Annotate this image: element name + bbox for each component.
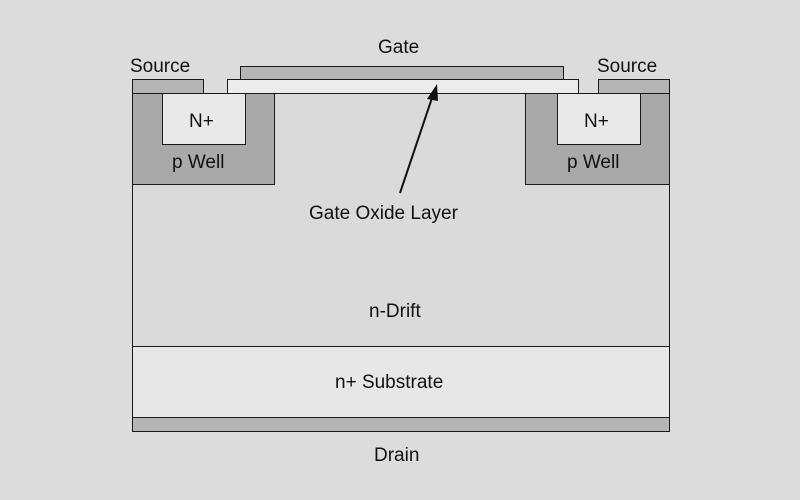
n-plus-substrate-label: n+ Substrate	[335, 372, 444, 393]
source-label-left: Source	[130, 56, 191, 77]
gate-oxide-layer	[227, 79, 579, 94]
drain-contact	[132, 417, 670, 432]
n-drift-label: n-Drift	[369, 301, 421, 322]
n-plus-label-right: N+	[584, 111, 609, 132]
gate-oxide-label: Gate Oxide Layer	[309, 203, 458, 224]
n-plus-substrate-region	[132, 346, 670, 418]
drain-label: Drain	[374, 445, 420, 466]
source-label-right: Source	[597, 56, 658, 77]
gate-contact	[240, 66, 564, 80]
p-well-label-right: p Well	[567, 152, 620, 173]
source-contact-left	[132, 79, 204, 94]
gate-label: Gate	[378, 37, 420, 58]
p-well-label-left: p Well	[172, 152, 225, 173]
n-plus-left	[162, 93, 246, 145]
n-plus-label-left: N+	[189, 111, 214, 132]
source-contact-right	[598, 79, 670, 94]
